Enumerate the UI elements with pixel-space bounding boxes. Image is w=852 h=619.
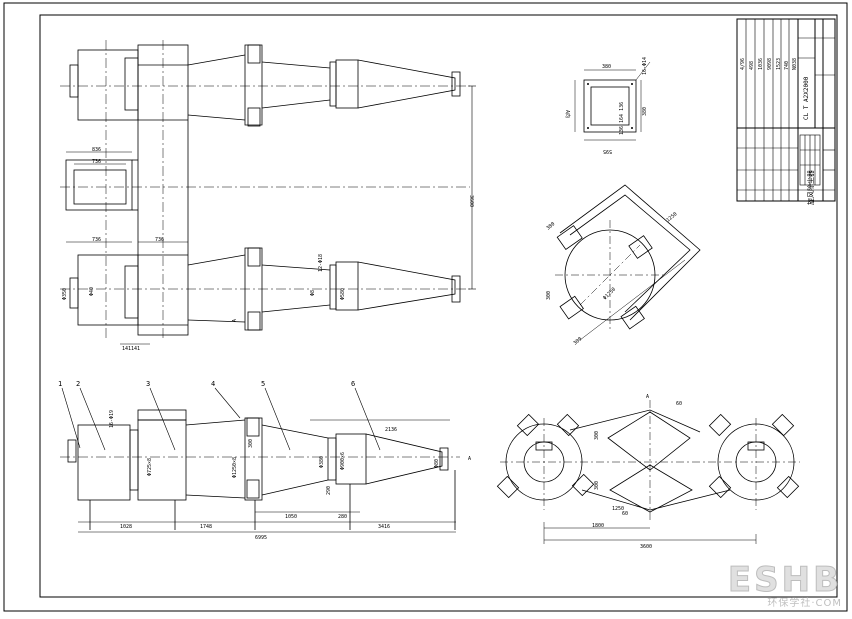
plan-300: 300: [546, 291, 552, 300]
detail-16-phi14: 16-Φ14: [642, 57, 648, 75]
dim-736b: 736: [92, 237, 101, 243]
watermark-sub: 环保学社·COM: [767, 598, 842, 609]
sdim-300a: 300: [594, 431, 600, 440]
dim-836: 836: [92, 147, 101, 153]
fdim-2136: 2136: [385, 427, 397, 433]
fdim-1748: 1748: [200, 524, 212, 530]
plan-phi1250: Φ1250: [602, 287, 617, 302]
detail-136: 136 164 136: [619, 102, 625, 135]
fdim-1050: 1050: [285, 514, 297, 520]
front-elevation: [60, 409, 460, 533]
balloon-4: 4: [211, 380, 215, 388]
watermark-logo: ESHB: [727, 560, 842, 601]
view-a-label: A向: [564, 110, 571, 118]
outer-frame: [3, 2, 848, 612]
fdim-6995: 6995: [255, 535, 267, 541]
fdim-phi380: Φ380: [319, 456, 325, 468]
detail-dims: A向 380 16-Φ14 380 595 136 164 136: [564, 57, 648, 154]
sdim-60a: 60: [676, 401, 682, 407]
plan-380: 380: [545, 221, 556, 231]
balloon-3: 3: [146, 380, 150, 388]
tb-drawing-name: 旋风除尘器: [806, 170, 815, 205]
sdim-1250: 1250: [612, 506, 624, 512]
title-block: 4/96 498 1036 9098 1523 740 N038 CL T A2…: [736, 18, 836, 205]
tb-drawing-number: CL T A2X2000: [803, 76, 810, 120]
plan-1250: 1250: [665, 211, 678, 223]
section-dims: 1800 3600 A 60 60 1250 300 300: [592, 394, 682, 550]
fdim-phi80: Φ80: [434, 459, 440, 468]
part-balloons: [61, 387, 381, 451]
fdim-300: 300: [248, 439, 254, 448]
fdim-A: A: [468, 456, 471, 462]
fdim-phi725: Φ725×8: [147, 458, 153, 476]
tb-row-7: N038: [792, 58, 798, 70]
tb-row-3: 1036: [758, 58, 764, 70]
fdim-1028: 1028: [120, 524, 132, 530]
fdim-phi900: Φ900×6: [340, 452, 346, 470]
label-A-top: A: [232, 319, 238, 322]
top-plan-view: [60, 40, 476, 345]
fdim-16-phi19: 16-Φ19: [109, 410, 115, 428]
sdim-3600: 3600: [640, 544, 652, 550]
fdim-280: 280: [338, 514, 347, 520]
dim-736c: 736: [155, 237, 164, 243]
fdim-phi1250: Φ1250×8: [232, 457, 238, 478]
sdim-A: A: [646, 394, 649, 400]
tb-row-1: 4/96: [740, 58, 746, 70]
dim-d580: Φ580: [340, 288, 346, 300]
sdim-300b: 300: [594, 481, 600, 490]
balloon-5: 5: [261, 380, 265, 388]
plan-300b: 300: [572, 336, 583, 346]
tb-row-2: 498: [749, 61, 755, 70]
detail-380-top: 380: [602, 64, 611, 70]
section-view: [496, 400, 800, 544]
fdim-290: 290: [326, 486, 332, 495]
detail-a-view: [574, 61, 651, 141]
detail-380-side: 380: [642, 107, 648, 116]
tb-row-6: 740: [784, 61, 790, 70]
plan-diamond-view: [555, 184, 701, 341]
tb-row-4: 9098: [767, 58, 773, 70]
front-dims: 16-Φ19 Φ725×8 Φ1250×8 Φ380 Φ900×6 2136 1…: [109, 410, 471, 541]
sdim-60b: 60: [622, 511, 628, 517]
balloon-2: 2: [76, 380, 80, 388]
dim-phi8: Φ8: [310, 290, 316, 296]
inner-frame: [39, 14, 838, 598]
balloon-6: 6: [351, 380, 355, 388]
top-view-dims: 836 736 736 736 3600 Φ350 Φ580 Φ8 12-Φ18…: [62, 147, 474, 352]
sdim-1800: 1800: [592, 523, 604, 529]
fdim-3416: 3416: [378, 524, 390, 530]
dim-3600: 3600: [468, 195, 474, 207]
balloon-1: 1: [58, 380, 62, 388]
tb-row-5: 1523: [776, 58, 782, 70]
detail-595: 595: [603, 148, 612, 154]
watermark: ESHB 环保学社·COM: [727, 560, 842, 610]
balloon-labels: 1 2 3 4 5 6: [58, 380, 355, 388]
dim-736a: 736: [92, 159, 101, 165]
dim-141141: 141141: [122, 346, 140, 352]
dim-12-phi18: 12-Φ18: [318, 254, 324, 272]
dim-phi40: Φ40: [89, 287, 95, 296]
dim-d350: Φ350: [62, 288, 68, 300]
